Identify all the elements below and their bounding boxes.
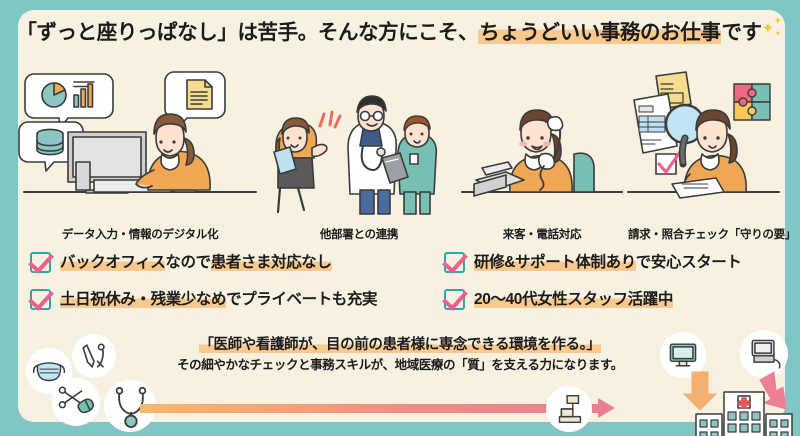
monitor-icon <box>660 332 706 378</box>
hospital-icon <box>695 391 793 436</box>
checklist-item-training-support[interactable]: 研修&サポート体制ありで安心スタート <box>444 252 742 273</box>
checkbox-icon <box>444 252 465 273</box>
doctor-icon <box>347 95 398 215</box>
telephone-icon <box>473 161 525 197</box>
panel-caption-data-entry: データ入力・情報のデジタル化 <box>61 229 219 241</box>
monitor-device-icon <box>740 330 788 378</box>
capsule-icon <box>77 398 94 414</box>
art-phone-reception <box>461 62 623 220</box>
page-title: 「ずっと座りっぱなし」は苦手。そんな方にこそ、ちょうどいい事務のお仕事です✦✦✦ <box>0 16 800 44</box>
title-text-lead: 「ずっと座りっぱなし」は苦手。そんな方にこそ、 <box>16 21 479 44</box>
title-text-tail: です <box>721 21 762 44</box>
illustration-panels: データ入力・情報のデジタル化 <box>18 62 796 242</box>
nurse-icon <box>381 115 438 215</box>
checkmark-icon <box>655 150 682 175</box>
checklist-label: 研修&サポート体制ありで安心スタート <box>474 253 742 271</box>
office-worker-icon <box>273 110 342 214</box>
benefits-checklist: バックオフィスなので患者さま対応なし 土日祝休み・残業少なめでプライベートも充実… <box>26 252 774 328</box>
document-icon <box>164 71 226 129</box>
art-department-cooperation <box>264 62 454 220</box>
handset-icon <box>538 115 564 191</box>
panel-phone-reception: 来客・電話対応 <box>461 62 623 242</box>
title-text-highlight: ちょうどいい事務のお仕事 <box>478 21 722 44</box>
checkbox-icon <box>30 252 51 273</box>
closing-message-line1: 「医師や看護師が、目の前の患者様に専念できる環境を作る。」 <box>199 337 601 353</box>
pie-chart-icon <box>24 73 114 129</box>
magnifier-icon <box>664 103 706 168</box>
checklist-item-weekends-off[interactable]: 土日祝休み・残業少なめでプライベートも充実 <box>30 289 378 310</box>
down-arrow-orange-icon <box>682 371 718 411</box>
right-arrow-head-icon <box>598 398 615 418</box>
database-icon <box>18 121 84 172</box>
puzzle-icon <box>733 83 771 121</box>
closing-message: 「医師や看護師が、目の前の患者様に専念できる環境を作る。」 その細やかなチェック… <box>0 336 800 374</box>
stethoscope-icon <box>104 380 156 432</box>
closing-message-line2: その細やかなチェックと事務スキルが、地域医療の「質」を支える力になります。 <box>177 357 623 372</box>
down-arrow-pink-icon <box>759 371 787 410</box>
stethoscope-icon <box>360 145 386 171</box>
checklist-label: バックオフィスなので患者さま対応なし <box>60 253 332 271</box>
checklist-label: 土日祝休み・残業少なめでプライベートも充実 <box>60 290 378 308</box>
checklist-label: 20〜40代女性スタッフ活躍中 <box>474 290 673 308</box>
clipboard-icon <box>381 152 409 184</box>
art-billing-check <box>627 62 780 220</box>
invoice-icon <box>633 93 678 154</box>
art-data-entry <box>18 62 257 220</box>
checkbox-icon <box>444 289 465 310</box>
panel-data-entry: データ入力・情報のデジタル化 <box>18 62 257 242</box>
panel-caption-phone: 来客・電話対応 <box>502 229 582 241</box>
checklist-item-age-range-staff[interactable]: 20〜40代女性スタッフ活躍中 <box>444 289 673 310</box>
tweezers-icon <box>72 334 116 378</box>
footer-decoration <box>0 330 800 436</box>
medical-device-icon <box>546 386 592 432</box>
scissors-icon <box>52 378 100 426</box>
right-arrow-icon <box>140 404 600 413</box>
checklist-item-no-patient-contact[interactable]: バックオフィスなので患者さま対応なし <box>30 252 332 273</box>
checkbox-icon <box>30 289 51 310</box>
person-icon <box>135 113 211 191</box>
panel-department-cooperation: 他部署との連携 <box>264 62 454 242</box>
panel-caption-cooperation: 他部署との連携 <box>319 229 399 241</box>
panel-billing-check: 請求・照合チェック「守りの要」 <box>627 62 796 242</box>
panel-caption-billing: 請求・照合チェック「守りの要」 <box>628 229 796 241</box>
sparkle-icon: ✦✦✦ <box>761 16 782 38</box>
